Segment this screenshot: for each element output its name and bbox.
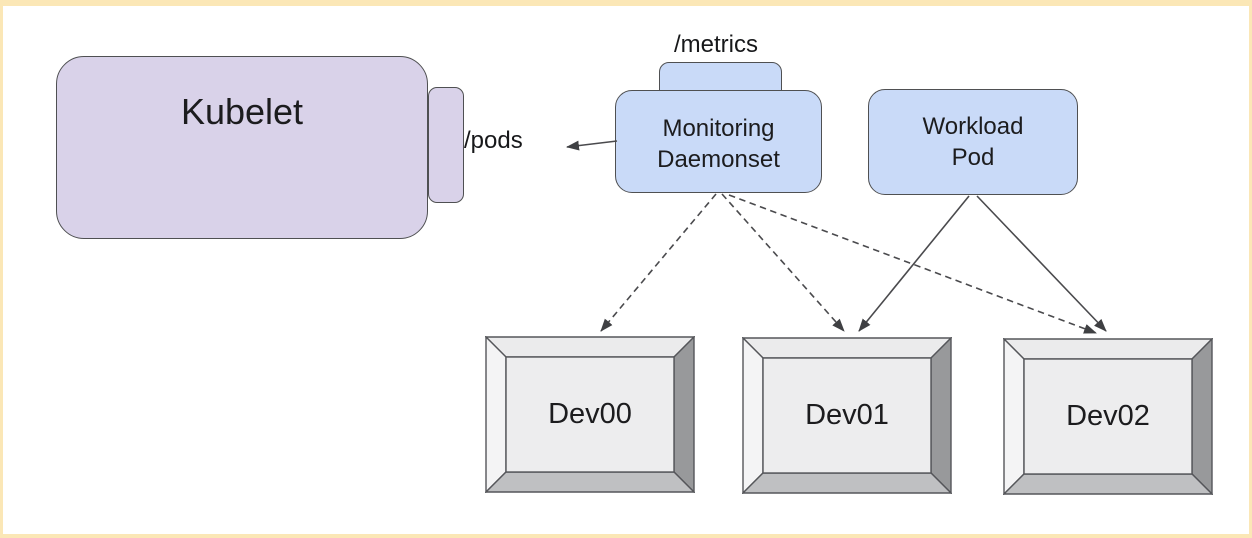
monitoring-daemonset-label: Monitoring Daemonset <box>657 115 780 173</box>
edge-workload-to-dev02 <box>976 195 1107 332</box>
metrics-endpoint-label: /metrics <box>674 31 758 58</box>
workload-pod-label: Workload Pod <box>922 113 1024 171</box>
kubelet-node-label: Kubelet <box>180 91 304 132</box>
device-label: Dev00 <box>548 398 632 430</box>
device-node-dev01: Dev01 <box>742 337 952 494</box>
edge-workload-to-dev01 <box>858 195 970 332</box>
edge-monitoring-to-dev00 <box>600 193 717 332</box>
edge-monitoring-to-dev02 <box>728 194 1097 334</box>
pods-endpoint-label: /pods <box>464 127 523 154</box>
device-3d-box-graphic <box>485 336 695 493</box>
device-node-dev00: Dev00 <box>485 336 695 493</box>
edge-monitoring-to-pods <box>566 140 618 151</box>
device-3d-box-graphic <box>742 337 952 494</box>
device-label: Dev01 <box>805 399 889 431</box>
monitoring-daemonset-node: Monitoring Daemonset <box>615 90 822 193</box>
device-3d-box-graphic <box>1003 338 1213 495</box>
edge-monitoring-to-dev01 <box>721 193 845 332</box>
kubelet-node: Kubelet <box>56 56 428 239</box>
device-label: Dev02 <box>1066 400 1150 432</box>
kubelet-pods-port-tab <box>428 87 464 203</box>
device-node-dev02: Dev02 <box>1003 338 1213 495</box>
workload-pod-node: Workload Pod <box>868 89 1078 195</box>
